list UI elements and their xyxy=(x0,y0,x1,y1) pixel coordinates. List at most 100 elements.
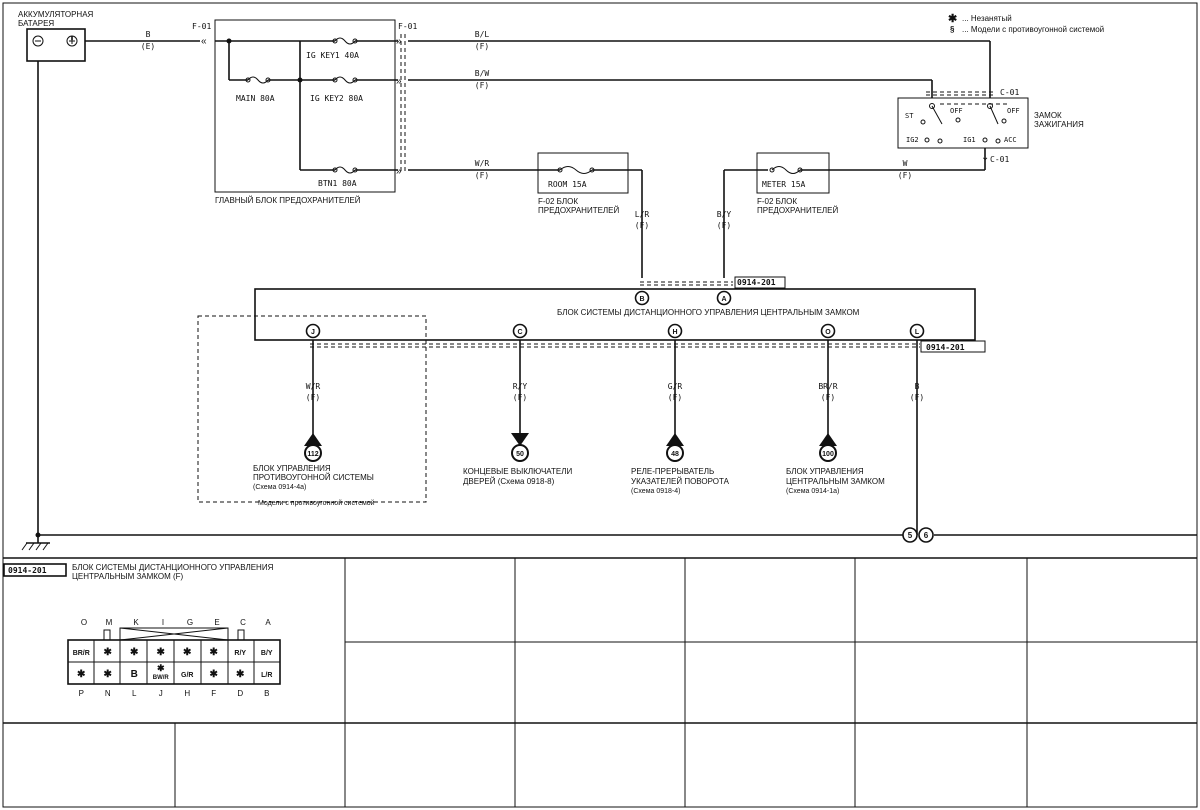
connector-letter-m: M xyxy=(106,618,113,627)
connector-c01-bottom: C-01 xyxy=(990,155,1009,164)
dest-100-l3: (Схема 0914-1а) xyxy=(786,488,839,495)
dest-100-num: 100 xyxy=(822,451,834,458)
wire-o-color: BR/R xyxy=(818,382,837,391)
f01-pin-mark: » xyxy=(396,166,402,177)
connector-cell-r2-0: ✱ xyxy=(77,669,86,680)
wire-j-color: W/R xyxy=(306,382,321,391)
ground-point-5: 5 xyxy=(908,531,913,540)
wire-l-color: B xyxy=(915,382,920,391)
wire-j-code: (F) xyxy=(306,393,320,402)
connector-cell-r2-2: B xyxy=(131,669,138,680)
wire-bw-color: B/W xyxy=(475,69,490,78)
module-pin-l: L xyxy=(915,329,920,336)
wire-w-code: (F) xyxy=(898,171,912,180)
antitheft-note: Модели с противоугонной системой xyxy=(258,499,375,507)
dest-112-marker: 112 xyxy=(304,433,322,462)
dest-50-marker: 50 xyxy=(511,433,529,462)
wire-lr-color: L/R xyxy=(635,210,650,219)
fuse-main-80a: MAIN 80A xyxy=(236,94,275,103)
module-pin-h: H xyxy=(672,329,677,336)
legend-unused: ... Незанятый xyxy=(962,14,1012,23)
wire-l-code: (F) xyxy=(910,393,924,402)
dest-100-marker: 100 xyxy=(819,433,837,462)
wire-bat-color: B xyxy=(146,30,151,39)
legend-unused-symbol: ✱ xyxy=(948,13,957,25)
connector-letter-g: G xyxy=(187,618,193,627)
f02-room-label-2: ПРЕДОХРАНИТЕЛЕЙ xyxy=(538,206,620,215)
dest-100-l1: БЛОК УПРАВЛЕНИЯ xyxy=(786,467,864,476)
main-fuse-block-label: ГЛАВНЫЙ БЛОК ПРЕДОХРАНИТЕЛЕЙ xyxy=(215,196,361,205)
connector-f01-left: F-01 xyxy=(192,22,211,31)
dest-112-l1: БЛОК УПРАВЛЕНИЯ xyxy=(253,464,331,473)
connector-letter-n: N xyxy=(105,689,111,698)
dest-48-marker: 48 xyxy=(666,433,684,462)
connector-cell-r2-6: ✱ xyxy=(236,669,245,680)
battery-label-1: АККУМУЛЯТОРНАЯ xyxy=(18,10,94,19)
wire-h-color: G/R xyxy=(668,382,683,391)
fuse-meter-15a: METER 15A xyxy=(762,180,806,189)
connector-cell-r1-5: ✱ xyxy=(210,647,219,658)
wire-bl-code: (F) xyxy=(475,42,489,51)
ignition-switch xyxy=(897,97,1029,149)
wire-lr-code: (F) xyxy=(635,221,649,230)
connector-letter-f: F xyxy=(211,689,216,698)
fuse-room-15a: ROOM 15A xyxy=(548,180,587,189)
dest-112-num: 112 xyxy=(307,451,318,458)
dest-48-l2: УКАЗАТЕЛЕЙ ПОВОРОТА xyxy=(631,477,730,486)
module-pin-a: A xyxy=(721,296,726,303)
connector-cell-r1-2: ✱ xyxy=(130,647,139,658)
wire-bw-code: (F) xyxy=(475,81,489,90)
battery-symbol xyxy=(26,28,86,62)
connector-letter-j: J xyxy=(159,689,163,698)
ignition-label-1: ЗАМОК xyxy=(1034,111,1062,120)
f02-room-fuse-box xyxy=(537,152,629,194)
connector-letter-c: C xyxy=(240,618,246,627)
connector-cell-r2-1: ✱ xyxy=(104,669,113,680)
connector-f01-right: F-01 xyxy=(398,22,417,31)
ignition-off-2: OFF xyxy=(1007,107,1020,115)
wire-wr-color: W/R xyxy=(475,159,490,168)
connector-letter-p: P xyxy=(79,689,84,698)
connector-letter-k: K xyxy=(133,618,139,627)
connector-cell-r1-4: ✱ xyxy=(183,647,192,658)
ignition-ig1: IG1 xyxy=(963,136,976,144)
dest-50-l2: ДВЕРЕЙ (Схема 0918-8) xyxy=(463,477,555,486)
module-pin-j: J xyxy=(311,329,315,336)
ignition-acc: ACC xyxy=(1004,136,1017,144)
connector-face xyxy=(67,627,281,685)
dest-112-l2: ПРОТИВОУГОННОЙ СИСТЕМЫ xyxy=(253,473,374,482)
ignition-ig2: IG2 xyxy=(906,136,919,144)
f02-meter-label-2: ПРЕДОХРАНИТЕЛЕЙ xyxy=(757,206,839,215)
module-ref-bottom: 0914-201 xyxy=(926,343,965,352)
dest-50-l1: КОНЦЕВЫЕ ВЫКЛЮЧАТЕЛИ xyxy=(463,467,572,476)
dest-50-num: 50 xyxy=(516,451,524,458)
connector-cell-r1-7: B/Y xyxy=(261,650,273,657)
connector-c01-top: C-01 xyxy=(1000,88,1019,97)
connector-letter-d: D xyxy=(237,689,243,698)
connector-letter-e: E xyxy=(214,618,219,627)
connector-f01-left-pins: « xyxy=(201,36,207,47)
connector-letter-a: A xyxy=(265,618,271,627)
connector-cell-r2-4: G/R xyxy=(181,672,193,679)
fuse-btn1: BTN1 80A xyxy=(318,179,357,188)
f01-pin-mark: » xyxy=(396,36,402,47)
main-fuse-block xyxy=(214,19,396,193)
wire-by-color: B/Y xyxy=(717,210,732,219)
wire-bat-code: (E) xyxy=(141,42,155,51)
antitheft-box xyxy=(197,315,427,503)
legend-antitheft-symbol: § xyxy=(950,25,955,34)
wire-o-code: (F) xyxy=(821,393,835,402)
battery-label-2: БАТАРЕЯ xyxy=(18,19,54,28)
connector-letter-i: I xyxy=(162,618,164,627)
connector-view-title-1: БЛОК СИСТЕМЫ ДИСТАНЦИОННОГО УПРАВЛЕНИЯ xyxy=(72,563,274,572)
dest-100-l2: ЦЕНТРАЛЬНЫМ ЗАМКОМ xyxy=(786,477,885,486)
fuse-igkey1: IG KEY1 40A xyxy=(306,51,359,60)
wire-w-color: W xyxy=(903,159,908,168)
module-ref-top: 0914-201 xyxy=(737,278,776,287)
connector-cell-r2-3-mark: ✱ xyxy=(157,663,165,673)
connector-cell-r2-3: BW/R xyxy=(153,675,170,681)
module-pin-b: B xyxy=(639,296,644,303)
